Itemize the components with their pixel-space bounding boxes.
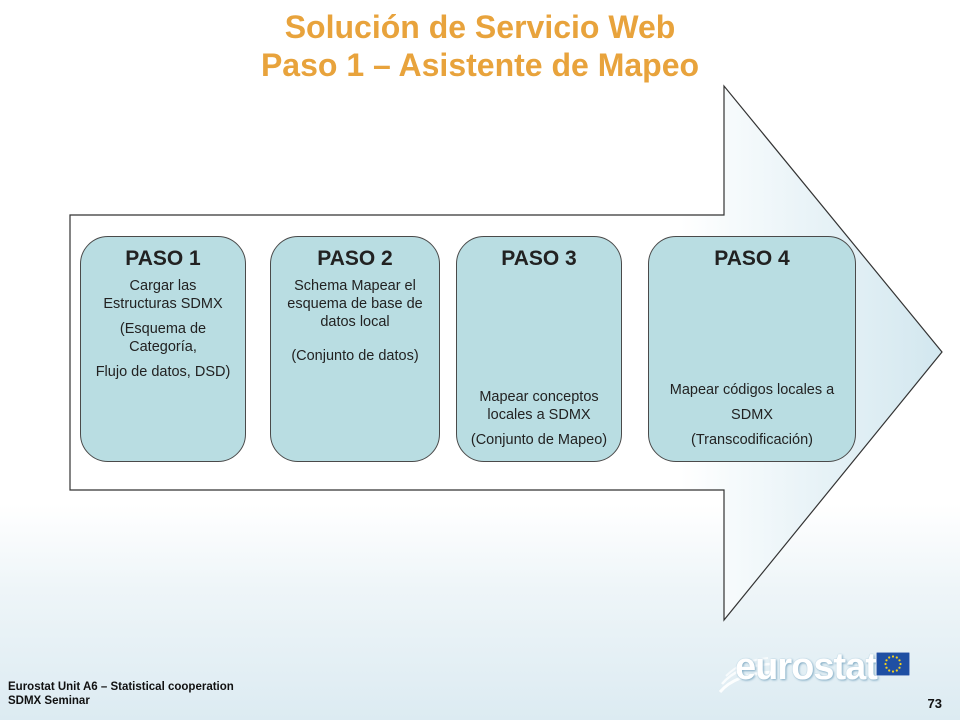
eu-flag-icon xyxy=(876,652,910,676)
step-4-box: PASO 4 Mapear códigos locales a SDMX (Tr… xyxy=(648,236,856,462)
step-1-heading: PASO 1 xyxy=(125,247,201,270)
step-1-box: PASO 1 Cargar las Estructuras SDMX (Esqu… xyxy=(80,236,246,462)
step-2-heading: PASO 2 xyxy=(317,247,393,270)
slide-title-line1: Solución de Servicio Web xyxy=(284,9,676,45)
step-3-text-2: (Conjunto de Mapeo) xyxy=(470,432,608,448)
step-4-text-2: SDMX xyxy=(731,407,773,423)
step-4-heading: PASO 4 xyxy=(714,247,790,270)
step-4-text-1: Mapear códigos locales a xyxy=(669,382,835,398)
page-number: 73 xyxy=(927,696,942,711)
step-2-text-1: Schema Mapear el esquema de base de dato… xyxy=(287,278,423,330)
step-1-text-3: Flujo de datos, DSD) xyxy=(95,364,231,380)
step-3-text-1: Mapear conceptos locales a SDMX xyxy=(479,389,599,423)
footer-line2: SDMX Seminar xyxy=(8,695,90,707)
step-2-text-2: (Conjunto de datos) xyxy=(291,348,419,364)
step-4-text-3: (Transcodificación) xyxy=(691,432,813,448)
slide-title: Solución de Servicio Web Paso 1 – Asiste… xyxy=(0,8,960,84)
slide-title-line2: Paso 1 – Asistente de Mapeo xyxy=(260,47,700,83)
step-1-text-1: Cargar las Estructuras SDMX xyxy=(103,278,223,312)
step-1-text-2: (Esquema de Categoría, xyxy=(119,321,207,355)
eurostat-swoosh-icon xyxy=(718,657,773,694)
step-3-heading: PASO 3 xyxy=(501,247,577,270)
footer: Eurostat Unit A6 – Statistical cooperati… xyxy=(8,680,234,708)
step-2-box: PASO 2 Schema Mapear el esquema de base … xyxy=(270,236,440,462)
footer-line1: Eurostat Unit A6 – Statistical cooperati… xyxy=(8,681,234,693)
step-3-box: PASO 3 Mapear conceptos locales a SDMX (… xyxy=(456,236,622,462)
eurostat-logo: eurostat xyxy=(735,646,878,688)
